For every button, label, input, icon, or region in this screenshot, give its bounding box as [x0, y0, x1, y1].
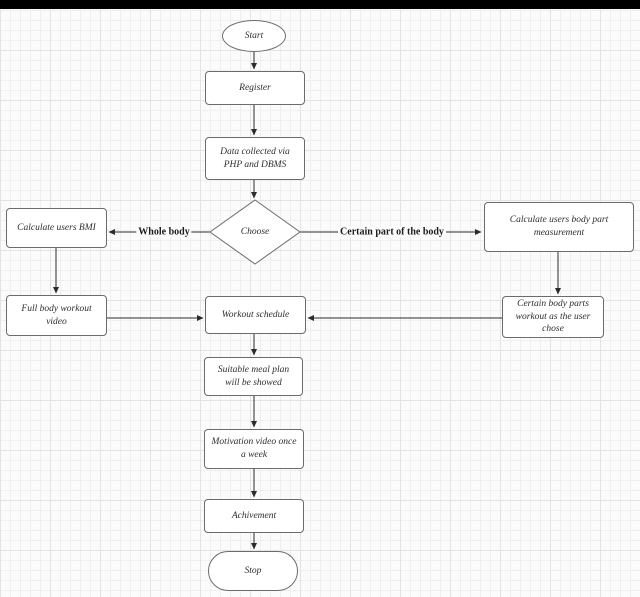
node-calc-body-part: Calculate users body part measurement — [484, 202, 634, 252]
node-achivement-label: Achivement — [231, 510, 277, 521]
node-motivation-label: Motivation video once a week — [211, 437, 297, 460]
node-certain-body-parts: Certain body parts workout as the user c… — [502, 296, 604, 338]
node-stop: Stop — [208, 551, 298, 591]
node-full-body-label: Full body workout video — [21, 303, 92, 327]
node-calc-bmi: Calculate users BMI — [6, 208, 107, 248]
node-data-collected-label: Data collected via PHP and DBMS — [220, 146, 290, 170]
node-choose-label: Choose — [240, 226, 270, 237]
edge-label-whole-body: Whole body — [136, 226, 192, 238]
node-motivation: Motivation video once a week — [204, 429, 304, 469]
node-suitable-meal: Suitable meal plan will be showed — [204, 357, 303, 396]
node-choose: Choose — [210, 200, 300, 264]
edge-label-certain-part: Certain part of the body — [338, 226, 446, 238]
node-start: Start — [222, 20, 286, 52]
node-register-label: Register — [239, 82, 271, 93]
choose-diamond-shape — [209, 199, 301, 265]
node-data-collected: Data collected via PHP and DBMS — [205, 137, 305, 180]
top-black-bar — [0, 0, 640, 9]
node-start-label: Start — [244, 30, 264, 41]
node-certain-body-parts-label: Certain body parts workout as the user c… — [515, 298, 591, 335]
node-workout-schedule: Workout schedule — [205, 296, 306, 334]
node-suitable-meal-label: Suitable meal plan will be showed — [217, 364, 290, 388]
node-register: Register — [205, 71, 305, 105]
node-calc-bmi-label: Calculate users BMI — [17, 222, 96, 233]
node-full-body: Full body workout video — [6, 295, 107, 336]
node-stop-label: Stop — [244, 565, 262, 576]
node-achivement: Achivement — [204, 499, 304, 533]
node-workout-schedule-label: Workout schedule — [221, 309, 290, 320]
node-calc-body-part-label: Calculate users body part measurement — [509, 215, 609, 238]
